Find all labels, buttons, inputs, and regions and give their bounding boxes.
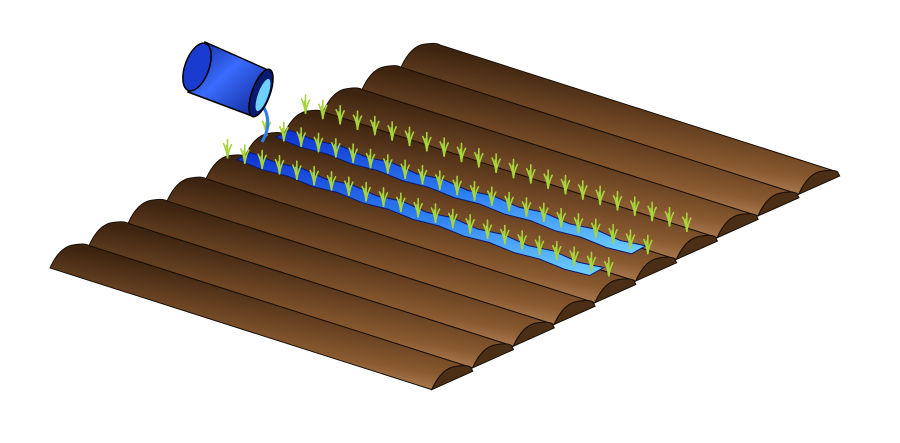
seedling [452,175,462,196]
seedling [595,185,605,206]
seedling [361,181,371,202]
seedling [396,192,406,213]
seedling [279,121,289,142]
seedling [352,110,363,130]
seedling [378,187,389,207]
ridge-end [634,256,678,283]
ridge-end [430,365,474,391]
seedling [292,160,302,180]
seedling [318,99,328,120]
bucket-icon [182,40,274,143]
seedling [560,174,571,195]
seedling [517,230,527,250]
seedling [344,176,354,197]
seedling [387,121,397,141]
seedling [417,164,428,185]
seedling [274,154,285,175]
seedling [604,256,614,277]
seedling [335,104,345,125]
soil-field [49,42,841,391]
seedling [313,132,324,153]
seedling [430,203,441,223]
seedling [240,144,250,164]
seedling [508,158,519,179]
seedling [404,126,415,147]
seedling [422,131,432,152]
seedling [526,164,536,184]
seedling [647,201,657,222]
ridge-end [716,213,759,239]
ridge-end [756,191,800,217]
seedling [296,127,306,147]
ridge-end [471,343,515,369]
seedling [469,180,480,201]
seedling [608,223,618,244]
ridge-end [675,234,719,261]
seedling [682,212,692,232]
seedling [365,148,376,169]
seedling [222,138,233,159]
ridge-end [593,278,637,304]
seedling [309,165,319,186]
seedling [300,94,311,114]
seedling [326,171,337,191]
seedling [643,234,653,255]
seedling [500,224,510,245]
seedling [400,159,410,180]
water-channel [235,151,606,277]
seedling [586,251,597,272]
seedling [591,218,601,239]
ridge-end [553,300,596,326]
seedling [612,190,623,211]
seedling [625,229,636,249]
seedling [521,197,532,217]
seedling [435,170,445,190]
seedling [482,219,493,239]
seedling [487,186,497,206]
seedling [543,169,553,190]
seedling [348,143,358,163]
ridge-end [512,321,555,348]
ridge-end [797,169,841,196]
seedling [465,214,475,234]
seedling [664,206,675,227]
seedling [569,246,579,266]
seedling [504,191,514,212]
seedling [413,197,423,218]
bucket-water [255,78,271,112]
seedling [630,196,640,216]
seedling [474,147,484,168]
seedling [439,137,449,157]
bucket-bottom [182,42,212,92]
seedling [448,208,458,229]
seedling [573,213,584,233]
seedling [383,154,393,174]
seedling [331,138,341,158]
seedling [456,142,467,163]
seedling [539,202,549,223]
seedling [534,235,545,256]
seedling [257,149,267,170]
seedling [370,115,380,136]
seedling [491,153,501,173]
seedling [556,207,566,228]
seedling [578,180,588,200]
seedling [552,240,562,261]
